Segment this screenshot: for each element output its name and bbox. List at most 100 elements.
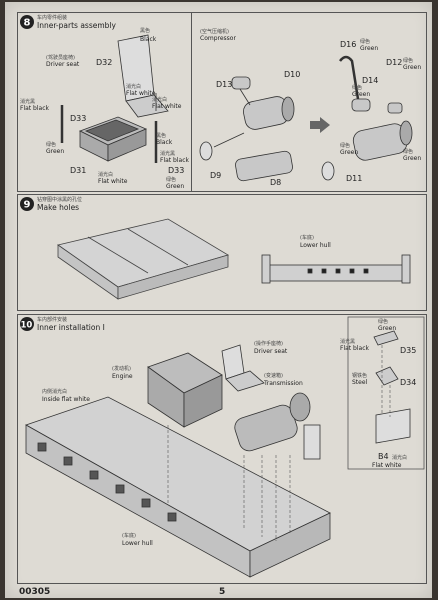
hull-perspective-drawing bbox=[57, 218, 229, 300]
part-d14: D14 bbox=[362, 76, 378, 85]
part-d33-b: D33 bbox=[168, 166, 184, 175]
green-10-label: Green bbox=[378, 325, 396, 332]
right-green-3: Green bbox=[352, 91, 370, 98]
arrow-icon bbox=[310, 117, 330, 133]
green-cn-2: 绿色 bbox=[166, 176, 176, 183]
step-10-panel: 10 车内部件安装 Inner installation Ⅰ bbox=[17, 314, 427, 584]
part-d11: D11 bbox=[346, 174, 362, 183]
black-label-2: Black bbox=[156, 139, 173, 146]
flat-white-cn-2: 消光白 bbox=[152, 96, 167, 103]
part-d12: D12 bbox=[386, 58, 402, 67]
hull-assembly-drawing bbox=[25, 396, 331, 578]
step-10-illustration: 10 车内部件安装 Inner installation Ⅰ bbox=[20, 316, 425, 578]
part-b4: B4 bbox=[378, 452, 389, 461]
driver-seat-10-cn: (操作手座椅) bbox=[254, 340, 283, 347]
compressor-exploded-drawing bbox=[199, 76, 295, 182]
flat-white-label-2: Flat white bbox=[152, 103, 182, 110]
flat-black-cn: 消光黑 bbox=[20, 98, 35, 105]
step-10-title: Inner installation Ⅰ bbox=[37, 323, 105, 332]
inside-flat-white-cn: 内侧消光白 bbox=[42, 388, 67, 395]
step-8-title-cn: 车内零件组装 bbox=[37, 14, 67, 21]
driver-seat-drawing bbox=[117, 34, 169, 118]
flat-white-label: Flat white bbox=[126, 90, 156, 97]
part-d32: D32 bbox=[96, 58, 112, 67]
assembly-guide-lines bbox=[167, 425, 291, 541]
step-8-divider bbox=[191, 13, 192, 191]
right-green-5-cn: 绿色 bbox=[403, 148, 413, 155]
green-cn: 绿色 bbox=[46, 141, 56, 148]
black-cn: 黑色 bbox=[140, 27, 150, 34]
right-green-2: Green bbox=[403, 64, 421, 71]
lower-hull-diagram bbox=[261, 254, 411, 284]
flat-white-cn: 消光白 bbox=[126, 83, 141, 90]
step-9-illustration: 9 钻穿图中涂黑的孔位 Make holes (车底) Low bbox=[20, 196, 411, 300]
steel-cn: 钢铁色 bbox=[352, 372, 367, 379]
step-8-badge bbox=[20, 15, 34, 29]
part-d35: D35 bbox=[400, 346, 416, 355]
part-d9: D9 bbox=[210, 171, 221, 180]
instruction-sheet: 8 车内零件组装 Inner-parts assembly 黑色 Black (… bbox=[5, 2, 432, 598]
flat-black-label-2: Flat black bbox=[160, 157, 190, 164]
transmission-cn: (变速箱) bbox=[264, 372, 283, 379]
black-label: Black bbox=[140, 36, 157, 43]
right-green-4: Green bbox=[340, 149, 358, 156]
driver-seat-10-label: Driver seat bbox=[254, 348, 288, 355]
step-9-title-cn: 钻穿图中涂黑的孔位 bbox=[37, 196, 82, 203]
steel-label: Steel bbox=[352, 379, 368, 386]
part-d33-a: D33 bbox=[70, 114, 86, 123]
right-green-1-cn: 绿色 bbox=[360, 38, 370, 45]
part-d31: D31 bbox=[70, 166, 86, 175]
sub-guide-lines bbox=[381, 345, 391, 417]
flat-white-cn-3: 消光白 bbox=[98, 171, 113, 178]
driver-seat-cn: (驾驶员座椅) bbox=[46, 54, 75, 61]
green-label: Green bbox=[46, 148, 64, 155]
lower-hull-cn: (车底) bbox=[300, 234, 314, 241]
compressor-assembled-drawing bbox=[321, 55, 413, 181]
step-9-title: Make holes bbox=[37, 203, 79, 212]
sub-parts-drawing bbox=[373, 330, 411, 444]
flat-black-10-label: Flat black bbox=[340, 345, 370, 352]
right-green-5: Green bbox=[403, 155, 421, 162]
b4-color-label: Flat white bbox=[372, 462, 402, 469]
inside-flat-white-label: Inside flat white bbox=[42, 396, 90, 403]
step-8-illustration: 8 车内零件组装 Inner-parts assembly 黑色 Black (… bbox=[20, 14, 421, 190]
seat-base-drawing bbox=[60, 105, 158, 163]
driver-seat-label: Driver seat bbox=[46, 61, 80, 68]
engine-label: Engine bbox=[112, 373, 133, 380]
black-cn-2: 黑色 bbox=[156, 132, 166, 139]
engine-drawing bbox=[147, 352, 223, 428]
page-number: 5 bbox=[219, 587, 226, 597]
driver-seat-drawing-10 bbox=[221, 344, 265, 392]
transmission-label: Transmission bbox=[263, 380, 303, 387]
flat-black-label: Flat black bbox=[20, 105, 50, 112]
part-d34: D34 bbox=[400, 378, 416, 387]
right-green-4-cn: 绿色 bbox=[340, 142, 350, 149]
step-9-number: 9 bbox=[24, 200, 31, 211]
lower-hull-label: Lower hull bbox=[300, 242, 331, 249]
lower-hull-10-cn: (车底) bbox=[122, 532, 136, 539]
part-d8: D8 bbox=[270, 178, 281, 187]
lower-hull-10-label: Lower hull bbox=[122, 540, 153, 547]
part-d13: D13 bbox=[216, 80, 232, 89]
step-8-title: Inner-parts assembly bbox=[37, 21, 116, 30]
part-d10: D10 bbox=[284, 70, 300, 79]
compressor-cn: (空气压缩机) bbox=[200, 28, 229, 35]
flat-black-10-cn: 消光黑 bbox=[340, 338, 355, 345]
transmission-drawing bbox=[234, 392, 321, 460]
green-label-2: Green bbox=[166, 183, 184, 190]
step-8-panel: 8 车内零件组装 Inner-parts assembly 黑色 Black (… bbox=[17, 12, 427, 192]
step-9-badge bbox=[20, 197, 34, 211]
b4-color-cn: 消光白 bbox=[392, 454, 407, 461]
sub-assembly-inset bbox=[347, 316, 425, 470]
part-d16: D16 bbox=[340, 40, 356, 49]
right-green-2-cn: 绿色 bbox=[403, 57, 413, 64]
compressor-label: Compressor bbox=[200, 35, 236, 42]
flat-black-cn-2: 消光黑 bbox=[160, 150, 175, 157]
step-9-panel: 9 钻穿图中涂黑的孔位 Make holes (车底) Low bbox=[17, 194, 427, 311]
engine-cn: (发动机) bbox=[112, 365, 131, 372]
step-10-badge bbox=[20, 317, 34, 331]
product-code: 00305 bbox=[19, 587, 51, 597]
right-green-1: Green bbox=[360, 45, 378, 52]
flat-white-label-3: Flat white bbox=[98, 178, 128, 185]
green-10-cn: 绿色 bbox=[378, 318, 388, 325]
